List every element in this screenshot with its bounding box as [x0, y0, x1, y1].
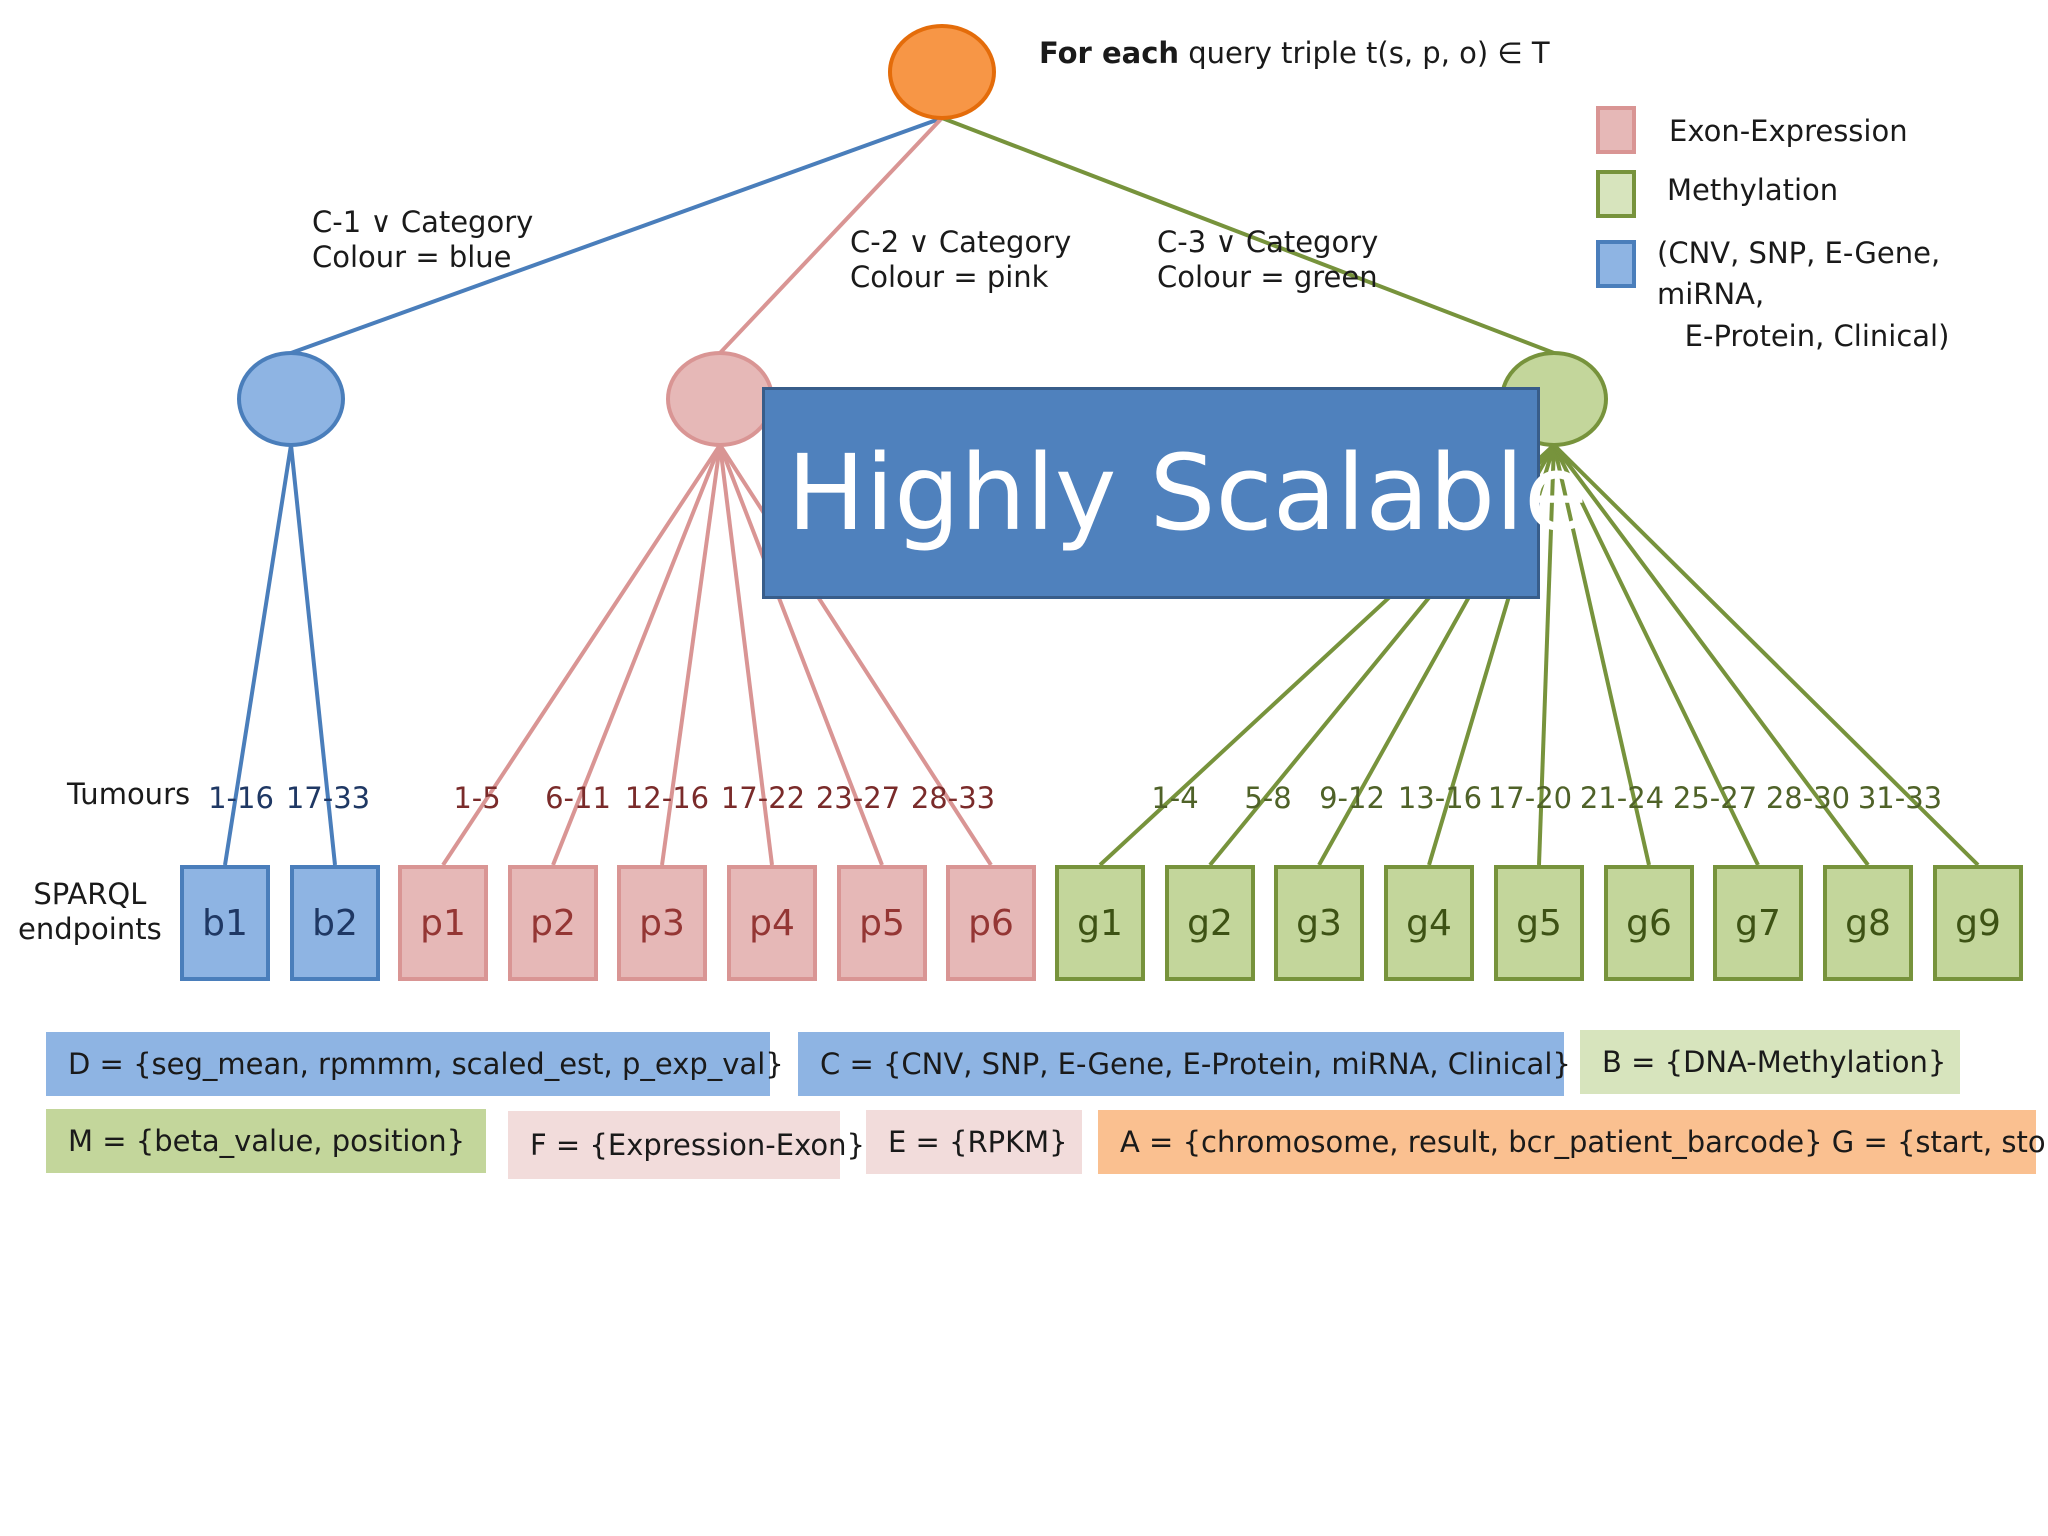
- tumour-range-p5: 23-27: [815, 781, 901, 815]
- set-m: M = {beta_value, position}: [46, 1109, 486, 1173]
- edge-green-g8: [1552, 443, 1870, 867]
- legend-label-other: (CNV, SNP, E-Gene, miRNA, E-Protein, Cli…: [1657, 236, 1950, 353]
- tumours-label: Tumours: [67, 777, 191, 811]
- edge-pink-p4: [718, 444, 774, 866]
- sparql-endpoint-g4: g4: [1384, 865, 1474, 981]
- edge-blue-b2: [289, 444, 337, 866]
- sparql-endpoint-g7: g7: [1713, 865, 1803, 981]
- tumour-range-b1: 1-16: [208, 781, 274, 815]
- sparql-endpoint-g8: g8: [1823, 865, 1913, 981]
- tumour-range-p4: 17-22: [720, 781, 806, 815]
- category-node-c1: [237, 351, 345, 447]
- set-f: F = {Expression-Exon}: [508, 1111, 865, 1179]
- sparql-endpoint-p5: p5: [837, 865, 927, 981]
- tumour-range-g5: 17-20: [1487, 781, 1573, 815]
- legend-label-exon: Exon-Expression: [1669, 114, 1908, 148]
- set-d: D = {seg_mean, rpmmm, scaled_est, p_exp_…: [46, 1032, 784, 1096]
- edge-pink-p1: [441, 443, 722, 867]
- tumour-range-g2: 5-8: [1244, 781, 1292, 815]
- legend-swatch-methylation: [1596, 170, 1636, 218]
- set-b: B = {DNA-Methylation}: [1580, 1030, 1960, 1094]
- sparql-endpoint-p2: p2: [508, 865, 598, 981]
- tumour-range-p6: 28-33: [910, 781, 996, 815]
- edge-blue-b1: [223, 444, 293, 866]
- tumour-range-g1: 1-4: [1151, 781, 1199, 815]
- edge-green-g9: [1552, 443, 1980, 867]
- tumour-range-b2: 17-33: [285, 781, 371, 815]
- sparql-endpoint-g6: g6: [1604, 865, 1694, 981]
- sparql-endpoint-b2: b2: [290, 865, 380, 981]
- edge-root-c1: [290, 116, 943, 355]
- tumour-range-p1: 1-5: [453, 781, 501, 815]
- highly-scalable-banner: Highly Scalable: [762, 387, 1588, 599]
- sparql-endpoint-p3: p3: [617, 865, 707, 981]
- legend-swatch-other: [1596, 240, 1636, 288]
- tumour-range-g4: 13-16: [1397, 781, 1483, 815]
- sparql-endpoint-g5: g5: [1494, 865, 1584, 981]
- edge-pink-p3: [660, 444, 722, 866]
- sparql-endpoints-label: SPARQL endpoints: [18, 877, 162, 946]
- sparql-endpoint-g3: g3: [1274, 865, 1364, 981]
- tumour-range-g6: 21-24: [1579, 781, 1665, 815]
- category-node-c2: [666, 351, 774, 447]
- set-a-g: A = {chromosome, result, bcr_patient_bar…: [1098, 1110, 2048, 1174]
- tumour-range-g7: 25-27: [1672, 781, 1758, 815]
- sparql-endpoint-p4: p4: [727, 865, 817, 981]
- sparql-endpoint-p6: p6: [946, 865, 1036, 981]
- root-node: [888, 24, 996, 120]
- legend-label-methylation: Methylation: [1667, 173, 1839, 207]
- tumour-range-g8: 28-30: [1765, 781, 1851, 815]
- edge-root-c2: [718, 116, 944, 355]
- legend-swatch-exon: [1596, 106, 1636, 154]
- sparql-endpoint-g1: g1: [1055, 865, 1145, 981]
- root-caption: For each query triple t(s, p, o) ∈ T: [1039, 36, 1550, 70]
- sparql-endpoint-g2: g2: [1165, 865, 1255, 981]
- sparql-endpoint-p1: p1: [398, 865, 488, 981]
- tumour-range-p2: 6-11: [545, 781, 611, 815]
- edge-root-c3: [941, 116, 1555, 355]
- edge-green-g5: [1537, 444, 1556, 866]
- sparql-endpoint-b1: b1: [180, 865, 270, 981]
- edge-pink-p2: [551, 444, 722, 866]
- tumour-range-g9: 31-33: [1857, 781, 1943, 815]
- edge-green-g6: [1552, 444, 1651, 866]
- set-c: C = {CNV, SNP, E-Gene, E-Protein, miRNA,…: [798, 1032, 1571, 1096]
- sparql-endpoint-g9: g9: [1933, 865, 2023, 981]
- set-e: E = {RPKM}: [866, 1110, 1082, 1174]
- edge-green-g7: [1552, 444, 1760, 866]
- tumour-range-p3: 12-16: [624, 781, 710, 815]
- edge-pink-p5: [718, 444, 884, 866]
- tumour-range-g3: 9-12: [1319, 781, 1385, 815]
